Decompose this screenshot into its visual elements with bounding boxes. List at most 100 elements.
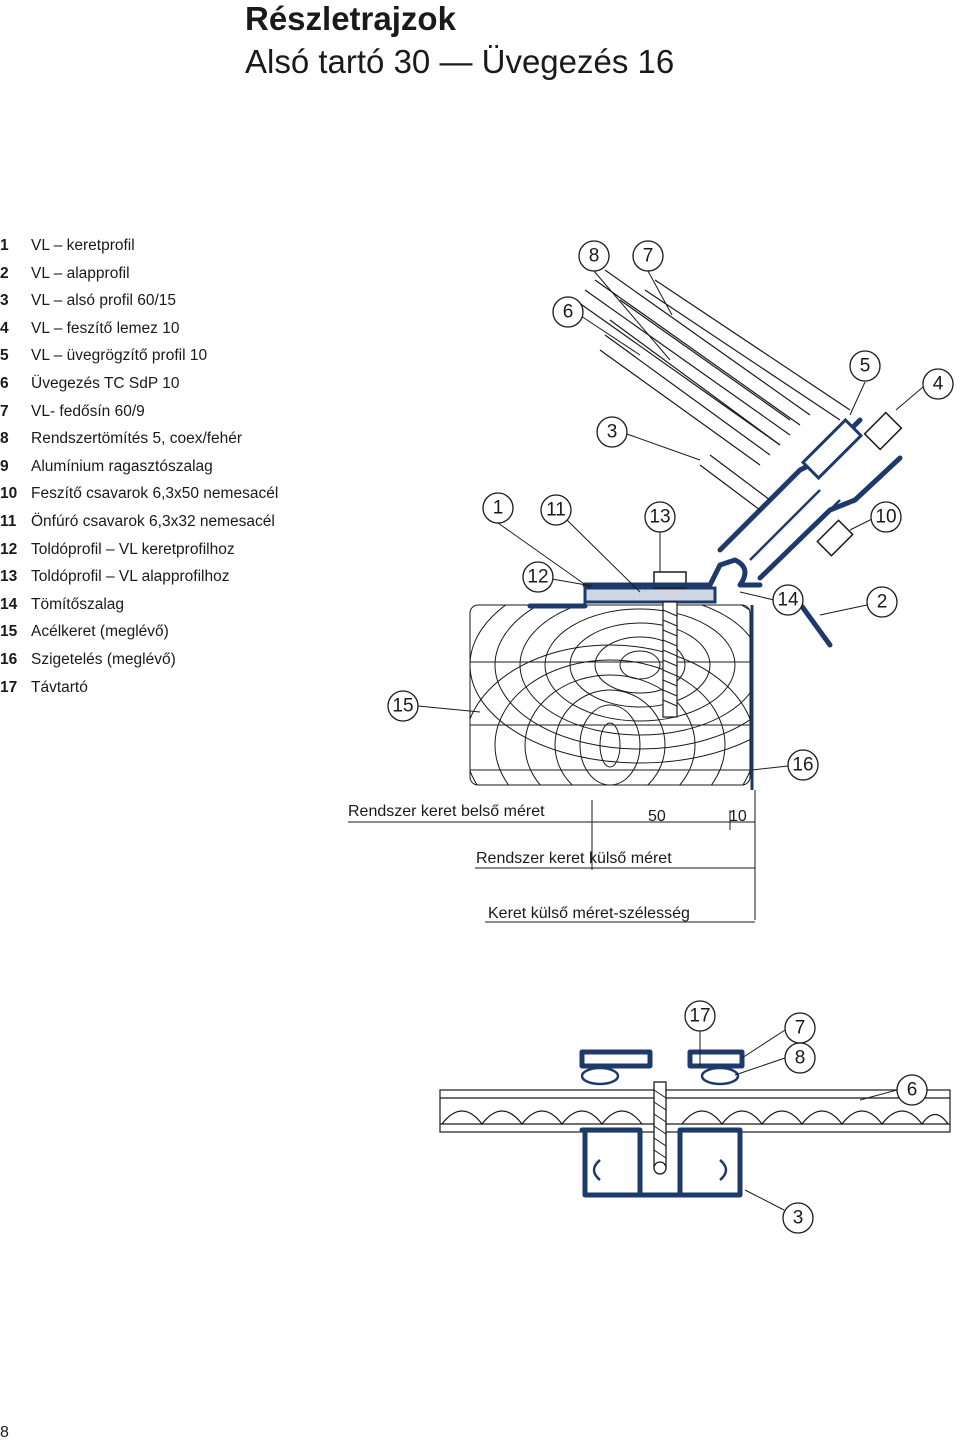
frame-profile (582, 417, 903, 648)
callout-label: 16 (792, 755, 813, 776)
callout-1: 1 (482, 492, 514, 524)
title-block: Részletrajzok Alsó tartó 30 — Üvegezés 1… (245, 0, 945, 84)
legend-text: VL- fedősín 60/9 (31, 402, 145, 420)
callout-2: 2 (866, 586, 898, 618)
legend-item: 5 VL – üvegrögzítő profil 10 (0, 342, 330, 370)
legend-number: 5 (0, 347, 9, 365)
callout-16: 16 (787, 749, 819, 781)
legend-text: Üvegezés TC SdP 10 (31, 374, 180, 392)
legend-item: 3 VL – alsó profil 60/15 (0, 287, 330, 315)
legend-text: VL – üvegrögzítő profil 10 (31, 347, 208, 365)
callout-3-bottom: 3 (782, 1202, 814, 1234)
callout-12: 12 (522, 561, 554, 593)
callout-17: 17 (684, 1000, 716, 1032)
dimension-outer: Rendszer keret külső méret (476, 850, 672, 867)
dimension-10: 10 (729, 808, 747, 825)
legend-item: 11 Önfúró csavarok 6,3x32 nemesacél (0, 508, 330, 536)
callout-11: 11 (540, 494, 572, 526)
legend-item: 14 Tömítőszalag (0, 591, 330, 619)
wood-grain (470, 605, 750, 785)
legend-text: VL – feszítő lemez 10 (31, 319, 180, 337)
callout-label: 5 (860, 356, 871, 377)
legend-item: 15 Acélkeret (meglévő) (0, 618, 330, 646)
legend-text: Alumínium ragasztószalag (31, 457, 213, 475)
page-title: Részletrajzok (245, 0, 456, 37)
legend-number: 7 (0, 402, 9, 420)
page-number: 8 (0, 1424, 9, 1441)
legend-number: 14 (0, 595, 18, 613)
legend-number: 15 (0, 623, 18, 641)
screw-assembly (816, 411, 903, 557)
legend-text: Acélkeret (meglévő) (31, 623, 169, 641)
legend-text: Toldóprofil – VL alapprofilhoz (31, 568, 230, 586)
legend-item: 7 VL- fedősín 60/9 (0, 398, 330, 426)
bottom-profile (579, 1049, 745, 1198)
legend-text: Önfúró csavarok 6,3x32 nemesacél (31, 512, 275, 530)
callout-8: 8 (578, 240, 610, 272)
legend-number: 17 (0, 678, 18, 696)
callout-5: 5 (849, 350, 881, 382)
base-assembly (527, 571, 717, 718)
callout-label: 10 (875, 507, 896, 528)
legend-item: 8 Rendszertömítés 5, coex/fehér (0, 425, 330, 453)
callout-label: 3 (607, 422, 618, 443)
callout-label: 8 (795, 1048, 806, 1069)
dimension-width: Keret külső méret-szélesség (488, 905, 690, 922)
callout-3: 3 (596, 416, 628, 448)
leader-lines-bottom (699, 1029, 898, 1211)
callout-label: 8 (589, 246, 600, 267)
callout-8-bottom: 8 (784, 1042, 816, 1074)
glazing-panel (574, 269, 851, 511)
legend-item: 17 Távtartó (0, 674, 330, 702)
callout-label: 6 (907, 1080, 918, 1101)
callout-10: 10 (870, 501, 902, 533)
callout-label: 3 (793, 1208, 804, 1229)
legend-text: Távtartó (31, 678, 88, 696)
legend-number: 10 (0, 485, 18, 503)
callout-label: 14 (777, 590, 799, 611)
legend-number: 8 (0, 430, 9, 448)
dimension-lines: Rendszer keret belső méret 50 10 Rendsze… (348, 790, 756, 923)
callout-4: 4 (922, 368, 954, 400)
legend-number: 2 (0, 264, 9, 282)
callout-7: 7 (632, 240, 664, 272)
callout-label: 11 (546, 500, 566, 521)
callout-label: 4 (933, 374, 944, 395)
page-subtitle: Alsó tartó 30 — Üvegezés 16 (245, 43, 675, 80)
callout-label: 12 (527, 567, 548, 588)
legend-item: 1 VL – keretprofil (0, 232, 330, 260)
callout-label: 6 (563, 302, 574, 323)
leader-lines (417, 270, 924, 771)
legend-text: VL – alsó profil 60/15 (31, 292, 177, 310)
callout-label: 7 (643, 246, 654, 267)
dimension-inner: Rendszer keret belső méret (348, 803, 545, 820)
legend-item: 16 Szigetelés (meglévő) (0, 646, 330, 674)
legend-text: Toldóprofil – VL keretprofilhoz (31, 540, 235, 558)
legend-text: Szigetelés (meglévő) (31, 650, 176, 668)
callout-label: 2 (877, 592, 888, 613)
legend-text: VL – keretprofil (31, 237, 135, 254)
legend-list: 1 VL – keretprofil 2 VL – alapprofil 3 VL –… (0, 232, 330, 701)
callout-label: 17 (689, 1006, 710, 1027)
callout-13: 13 (644, 501, 676, 533)
callout-7-bottom: 7 (784, 1012, 816, 1044)
legend-item: 13 Toldóprofil – VL alapprofilhoz (0, 563, 330, 591)
callout-6: 6 (552, 296, 584, 328)
legend-text: Tömítőszalag (31, 595, 125, 613)
callout-label: 1 (493, 498, 504, 519)
legend-text: VL – alapprofil (31, 264, 130, 282)
legend-number: 16 (0, 650, 18, 668)
timber-beam (469, 604, 754, 790)
legend-number: 3 (0, 292, 9, 310)
callout-label: 7 (795, 1018, 806, 1039)
callout-14: 14 (772, 584, 804, 616)
legend-text: Rendszertömítés 5, coex/fehér (31, 430, 243, 448)
legend-number: 13 (0, 568, 18, 586)
legend-number: 11 (0, 512, 17, 530)
legend-number: 1 (0, 237, 9, 254)
legend-number: 4 (0, 319, 9, 337)
